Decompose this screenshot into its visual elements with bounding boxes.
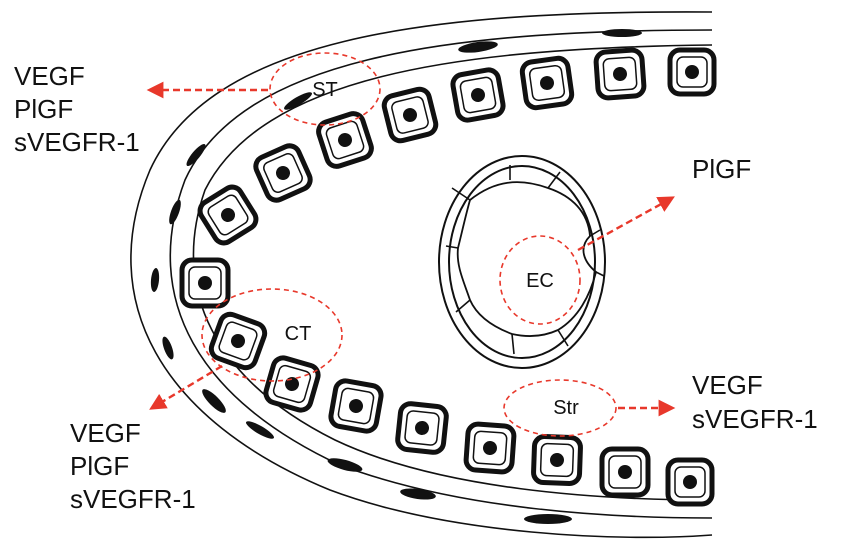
cytotrophoblast-cell xyxy=(670,50,714,94)
syncytial-nucleus xyxy=(244,419,276,442)
ec-label: EC xyxy=(526,270,554,292)
bottom-left-factor-1: VEGF xyxy=(70,418,141,448)
syncytial-nucleus xyxy=(524,514,572,524)
capillary-inner-wall xyxy=(449,166,595,358)
syncytial-nucleus xyxy=(184,142,208,169)
endothelial-cell-border xyxy=(446,246,458,248)
fetal-capillary xyxy=(439,156,605,368)
str-label: Str xyxy=(553,397,579,419)
syncytial-nucleus xyxy=(150,268,160,293)
syncytial-nucleus xyxy=(199,386,229,416)
cytotrophoblast-cell xyxy=(397,403,448,454)
top-left-factor-3: sVEGFR-1 xyxy=(14,127,140,157)
cytotrophoblast-cell xyxy=(329,379,382,432)
top-left-factor-1: VEGF xyxy=(14,61,85,91)
cytotrophoblast-cell xyxy=(668,460,712,504)
cytotrophoblast-cell xyxy=(382,87,438,143)
st-label: ST xyxy=(312,79,338,101)
cytotrophoblast-cell xyxy=(253,143,314,204)
syncytial-nucleus xyxy=(160,335,176,360)
cytotrophoblast-cell xyxy=(451,68,504,121)
endothelial-cell-border xyxy=(548,172,560,188)
endothelial-cell-border xyxy=(596,272,604,276)
cytotrophoblast-layer xyxy=(182,49,714,504)
cytotrophoblast-cell xyxy=(264,356,321,413)
bottom-left-factor-3: sVEGFR-1 xyxy=(70,484,196,514)
cytotrophoblast-cell xyxy=(533,436,581,484)
syncytial-nucleus xyxy=(602,29,642,37)
syncytial-nucleus xyxy=(167,198,183,225)
cytotrophoblast-cell xyxy=(521,57,573,109)
inner-membrane-line xyxy=(193,45,712,500)
cytotrophoblast-cell xyxy=(182,260,228,306)
cell-nucleus xyxy=(198,276,212,290)
cytotrophoblast-cell xyxy=(602,449,648,495)
right-bottom-factor-2: sVEGFR-1 xyxy=(692,404,818,434)
cell-nucleus xyxy=(618,465,632,479)
right-bottom-factor-1: VEGF xyxy=(692,370,763,400)
cell-nucleus xyxy=(685,65,699,79)
ct-label: CT xyxy=(285,323,312,345)
cytotrophoblast-cell xyxy=(595,49,644,98)
top-left-factor-2: PlGF xyxy=(14,94,73,124)
right-top-factor-1: PlGF xyxy=(692,154,751,184)
cytotrophoblast-cell xyxy=(209,312,268,371)
endothelial-cell-border xyxy=(456,300,470,312)
cytotrophoblast-cell xyxy=(196,183,259,246)
cell-nucleus xyxy=(683,475,697,489)
endothelial-cell-outline xyxy=(458,182,596,336)
bottom-left-factor-2: PlGF xyxy=(70,451,129,481)
cytotrophoblast-cell xyxy=(316,111,374,169)
endothelial-cell-border xyxy=(512,334,514,354)
cytotrophoblast-cell xyxy=(465,423,514,472)
